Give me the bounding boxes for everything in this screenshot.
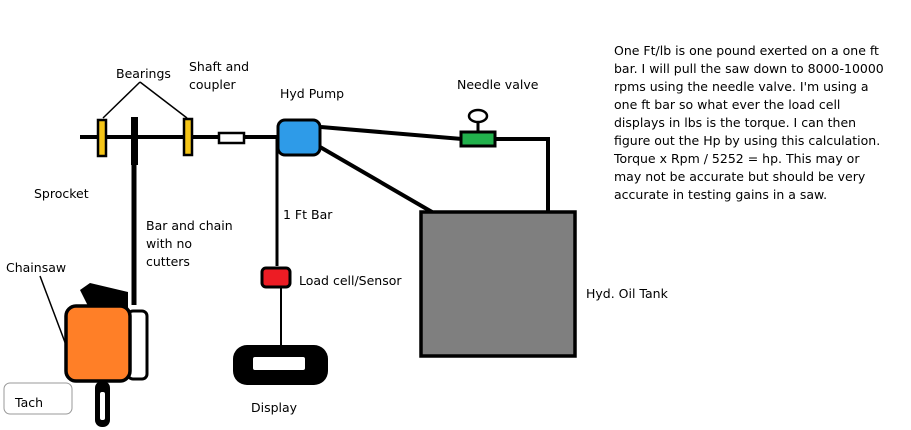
- chainsaw-pointer: [39, 275, 67, 346]
- hydraulic-line-suction: [318, 145, 434, 214]
- label-needle-valve: Needle valve: [457, 77, 539, 92]
- label-tach: Tach: [15, 395, 44, 410]
- needle-valve-knob: [467, 108, 489, 124]
- bearing-pointer-left: [102, 81, 141, 119]
- label-load-cell: Load cell/Sensor: [299, 273, 402, 288]
- chainsaw-handle: [80, 283, 128, 310]
- label-one-ft-bar: 1 Ft Bar: [283, 207, 333, 222]
- hyd-pump: [276, 118, 322, 157]
- label-bearings: Bearings: [116, 66, 171, 81]
- display-screen: [253, 357, 305, 370]
- coupler: [217, 131, 246, 145]
- explanation-note: One Ft/lb is one pound exerted on a one …: [614, 43, 884, 202]
- label-sprocket: Sprocket: [34, 186, 89, 201]
- bearing-pointer-right: [139, 81, 188, 119]
- label-bar-chain: Bar and chain with no cutters: [146, 218, 233, 269]
- label-shaft-coupler: Shaft and coupler: [189, 59, 250, 92]
- hyd-oil-tank: [419, 210, 577, 358]
- label-chainsaw: Chainsaw: [6, 260, 67, 275]
- hydraulic-line-return: [320, 125, 550, 212]
- bearing-right: [182, 117, 194, 157]
- label-display: Display: [251, 400, 298, 415]
- tach-pickup-slot: [100, 392, 105, 420]
- needle-valve: [459, 130, 497, 148]
- label-hyd-pump: Hyd Pump: [280, 86, 345, 101]
- tach-box: [3, 382, 73, 415]
- sprocket: [131, 117, 138, 165]
- label-oil-tank: Hyd. Oil Tank: [586, 286, 668, 301]
- chainsaw-body: [64, 304, 132, 383]
- load-cell-sensor: [260, 266, 292, 289]
- bearing-left: [96, 118, 108, 158]
